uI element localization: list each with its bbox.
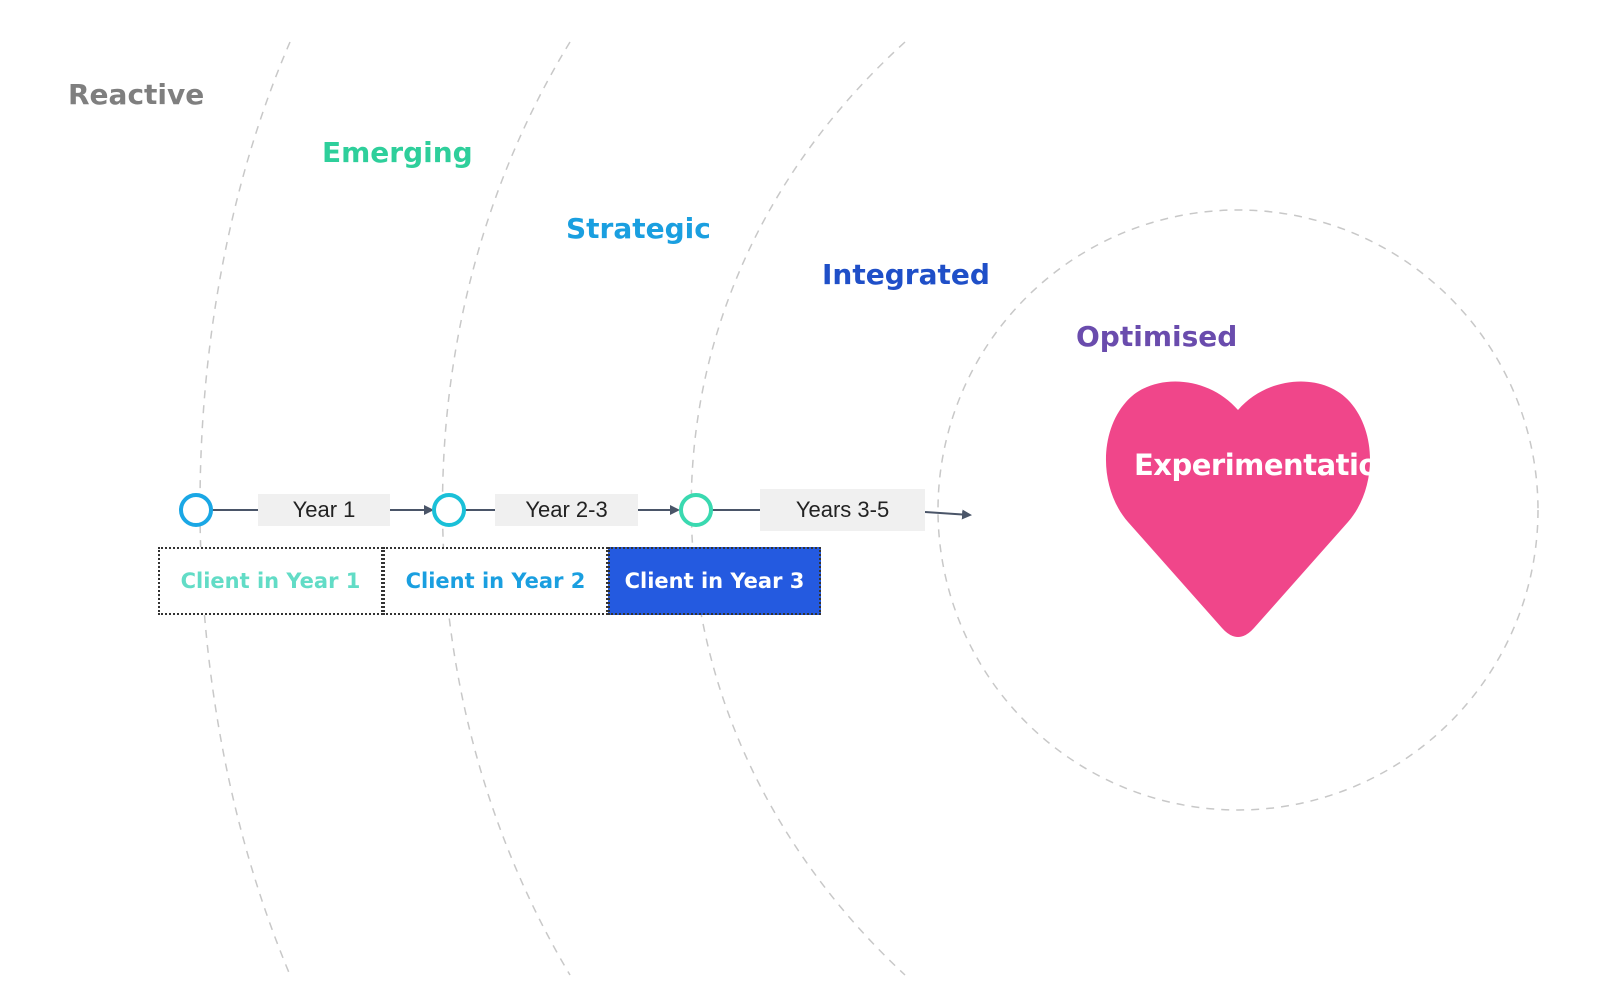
stage-label-reactive: Reactive: [68, 78, 205, 111]
stage-label-strategic: Strategic: [566, 212, 711, 245]
stage-label-optimised: Optimised: [1076, 320, 1238, 353]
period-label-years-3-5: Years 3-5: [760, 489, 925, 531]
client-box-year-3: Client in Year 3: [608, 547, 821, 615]
timeline-node-1: [179, 493, 213, 527]
maturity-ring-core: [937, 209, 1539, 811]
client-box-year-1: Client in Year 1: [158, 547, 383, 615]
period-label-year-2-3: Year 2-3: [495, 494, 638, 526]
heart-icon: [1105, 381, 1371, 637]
client-label-year-1: Client in Year 1: [180, 569, 361, 593]
client-label-year-2: Client in Year 2: [405, 569, 586, 593]
client-label-year-3: Client in Year 3: [624, 569, 805, 593]
timeline-node-3: [679, 493, 713, 527]
timeline-node-2: [432, 493, 466, 527]
heart-label: Experimentation: [1133, 448, 1399, 482]
stage-label-emerging: Emerging: [322, 136, 473, 169]
client-box-year-2: Client in Year 2: [383, 547, 608, 615]
period-label-year-1: Year 1: [258, 494, 390, 526]
stage-label-integrated: Integrated: [822, 258, 990, 291]
timeline-arrow: [924, 509, 972, 520]
